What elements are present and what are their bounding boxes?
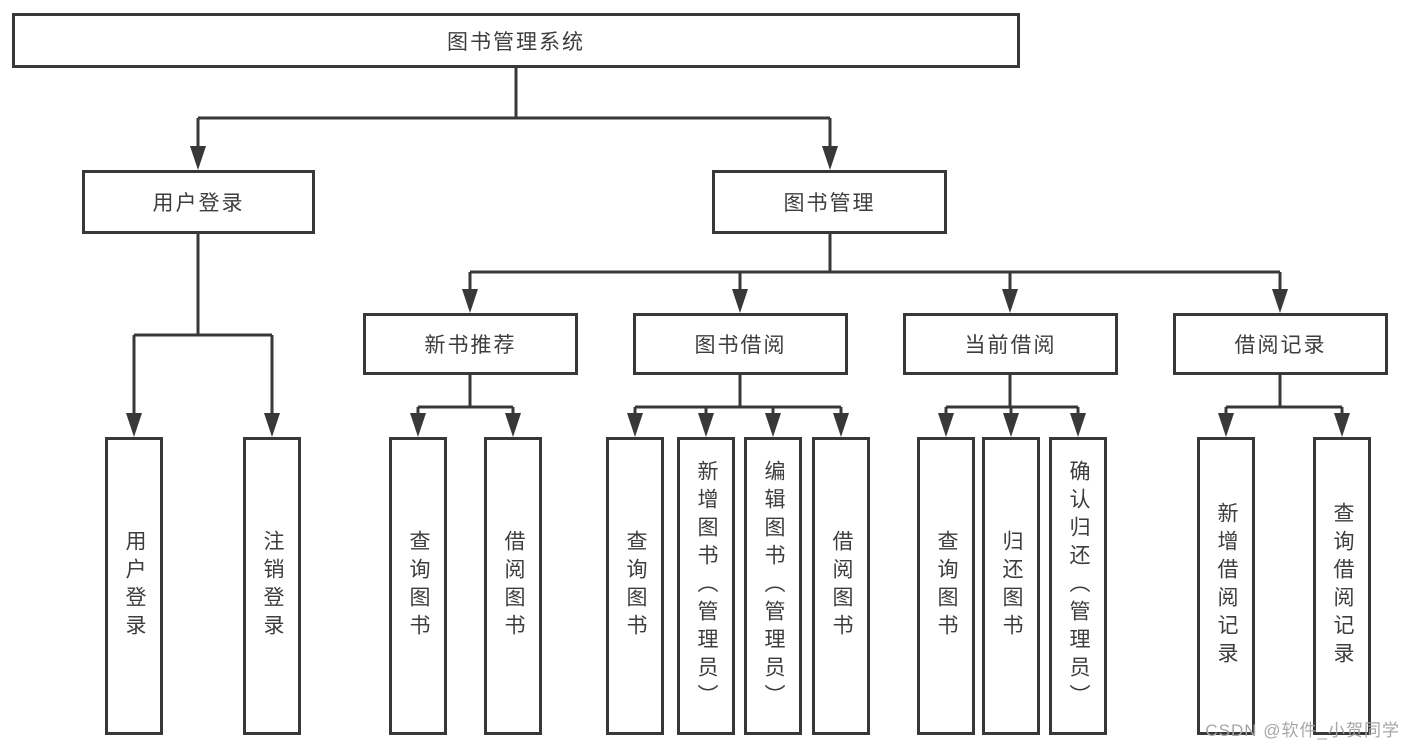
leaf-add-book-admin: 新增图书（管理员）	[677, 437, 735, 735]
node-new-book-recommend: 新书推荐	[363, 313, 578, 375]
node-book-borrow: 图书借阅	[633, 313, 848, 375]
node-book-management: 图书管理	[712, 170, 947, 234]
csdn-watermark: CSDN @软件_小贺同学	[1205, 721, 1400, 740]
leaf-return-book: 归还图书	[982, 437, 1040, 735]
leaf-borrow-books-recommend: 借阅图书	[484, 437, 542, 735]
node-borrow-record: 借阅记录	[1173, 313, 1388, 375]
leaf-borrow-books: 借阅图书	[812, 437, 870, 735]
leaf-query-books-current: 查询图书	[917, 437, 975, 735]
tree-edges	[132, 68, 1344, 418]
node-user-login: 用户登录	[82, 170, 315, 234]
leaf-user-login: 用户登录	[105, 437, 163, 735]
leaf-query-borrow-record: 查询借阅记录	[1313, 437, 1371, 735]
arrowheads	[126, 146, 1350, 437]
leaf-edit-book-admin: 编辑图书（管理员）	[744, 437, 802, 735]
leaf-confirm-return-admin: 确认归还（管理员）	[1049, 437, 1107, 735]
node-current-borrow: 当前借阅	[903, 313, 1118, 375]
node-root-system: 图书管理系统	[12, 13, 1020, 68]
leaf-logout: 注销登录	[243, 437, 301, 735]
leaf-add-borrow-record: 新增借阅记录	[1197, 437, 1255, 735]
leaf-query-books-borrow: 查询图书	[606, 437, 664, 735]
leaf-query-books-recommend: 查询图书	[389, 437, 447, 735]
